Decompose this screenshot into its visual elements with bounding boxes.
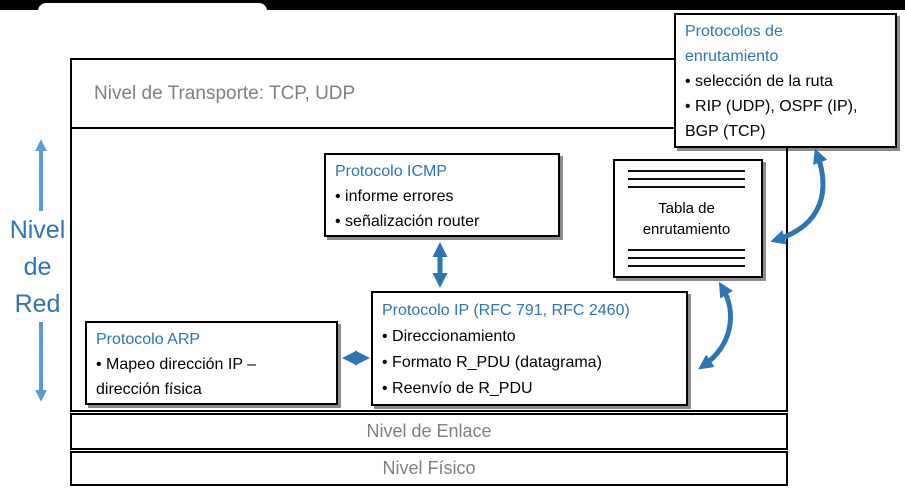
transport-layer-box: Nivel de Transporte: TCP, UDP [70, 58, 788, 129]
routing-table-bottom-rules [628, 249, 745, 267]
routing-protocols-box: Protocolos de enrutamiento • selección d… [674, 13, 897, 148]
table-rule [628, 265, 745, 267]
routing-table-top-rules [628, 170, 745, 188]
routing-table-box: Tabla de enrutamiento [613, 159, 763, 278]
physical-layer-label: Nivel Físico [382, 458, 476, 478]
table-rule [628, 257, 745, 259]
routing-protocols-bullet-2-cont: BGP (TCP) [685, 123, 766, 140]
ip-bullet-1: • Direccionamiento [382, 328, 516, 345]
link-layer-label: Nivel de Enlace [366, 421, 492, 441]
table-rule [628, 178, 745, 180]
network-layer-side-label: Nivel de Red [0, 212, 75, 323]
side-label-line3: Red [14, 290, 61, 318]
routing-table-label: Tabla de enrutamiento [628, 198, 745, 240]
ip-protocol-box: Protocolo IP (RFC 791, RFC 2460) • Direc… [371, 291, 688, 406]
routing-table-label-line1: Tabla de [658, 199, 715, 217]
routing-table-label-line2: enrutamiento [642, 220, 731, 238]
ip-bullet-2: • Formato R_PDU (datagrama) [382, 354, 602, 371]
ip-title: Protocolo IP (RFC 791, RFC 2460) [382, 302, 630, 319]
table-rule [628, 186, 745, 188]
table-rule [628, 170, 745, 172]
arp-bullet-1: • Mapeo dirección IP – [96, 356, 257, 373]
physical-layer-box: Nivel Físico [70, 451, 788, 486]
side-label-line1: Nivel [9, 216, 66, 244]
slide-top-bar [0, 0, 905, 10]
routing-protocols-bullet-2: • RIP (UDP), OSPF (IP), [685, 98, 858, 115]
icmp-bullet-1: • informe errores [335, 188, 454, 205]
link-layer-box: Nivel de Enlace [70, 413, 788, 450]
side-label-line2: de [23, 253, 52, 281]
ip-bullet-3: • Reenvío de R_PDU [382, 380, 533, 397]
network-layer-box [70, 127, 788, 412]
slide-top-tab [38, 3, 267, 12]
routing-protocols-bullet-1: • selección de la ruta [685, 73, 833, 90]
table-rule [628, 249, 745, 251]
icmp-title: Protocolo ICMP [335, 163, 448, 180]
transport-layer-label: Nivel de Transporte: TCP, UDP [94, 82, 356, 104]
arp-protocol-box: Protocolo ARP • Mapeo dirección IP – dir… [85, 321, 338, 405]
arp-title: Protocolo ARP [96, 331, 201, 348]
icmp-protocol-box: Protocolo ICMP • informe errores • señal… [324, 153, 560, 237]
icmp-bullet-2: • señalización router [335, 213, 480, 230]
routing-protocols-title-line2: enrutamiento [685, 48, 779, 65]
arp-bullet-1-cont: dirección física [96, 381, 202, 398]
routing-protocols-title-line1: Protocolos de [685, 23, 783, 40]
